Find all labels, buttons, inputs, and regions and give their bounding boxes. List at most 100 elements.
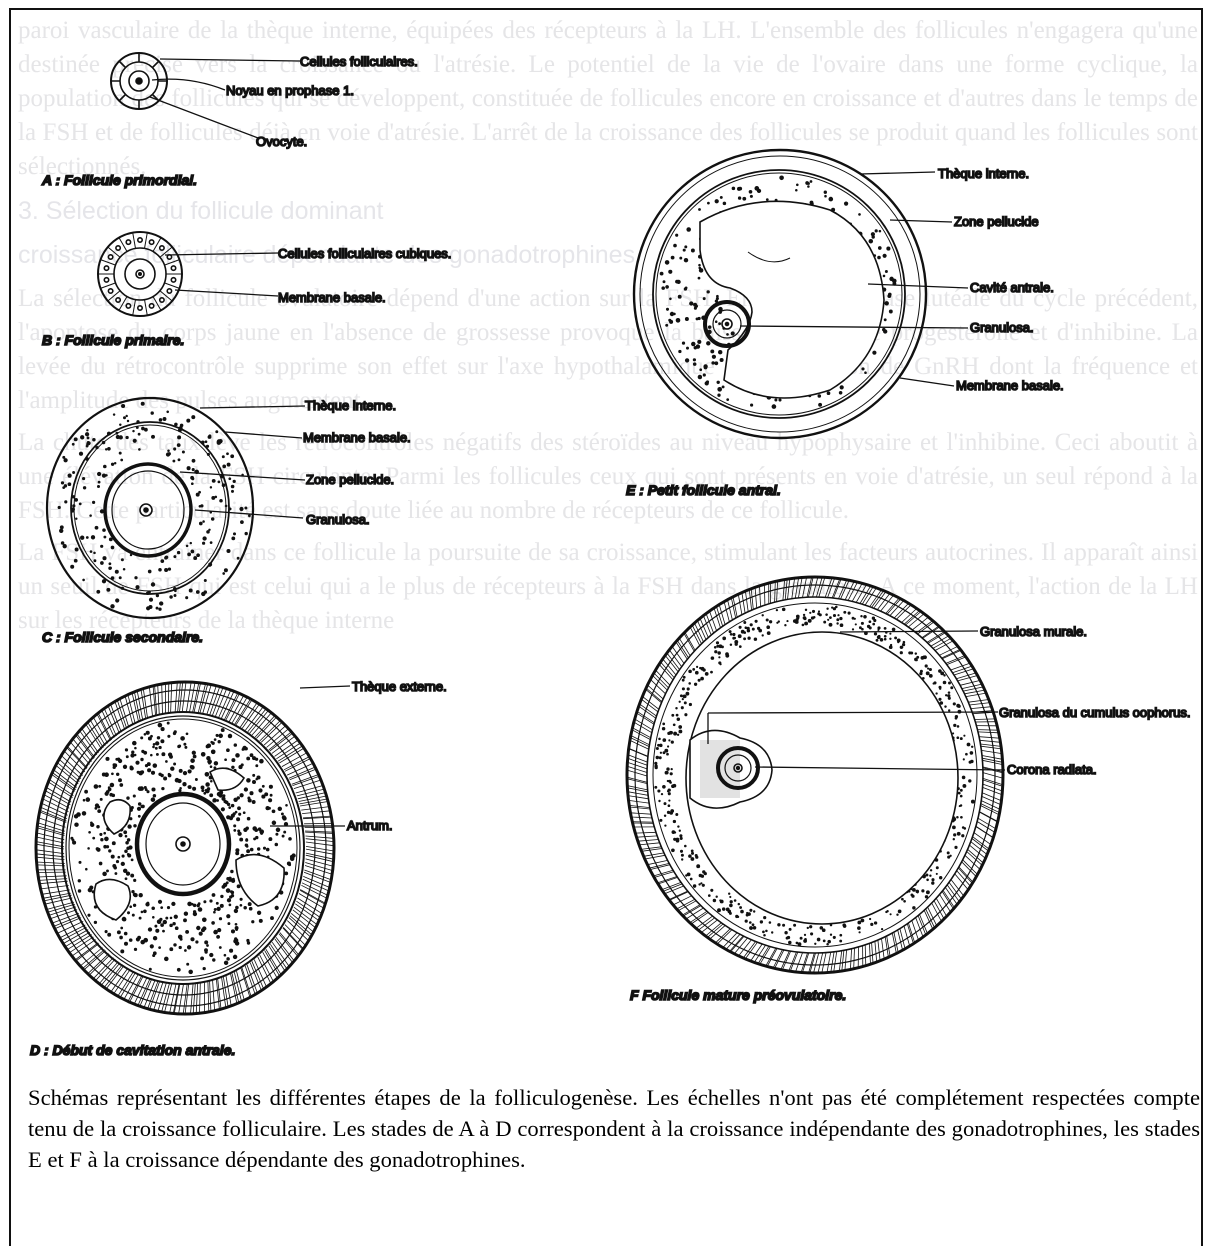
granulosa-dot [898, 910, 902, 914]
granulosa-dot [662, 723, 665, 726]
label-c-granulosa: Granulosa. [306, 512, 370, 527]
granulosa-dot [665, 324, 668, 327]
granulosa-dot [676, 318, 681, 323]
granulosa-dot [227, 803, 230, 806]
theca-hatch [301, 807, 329, 811]
granulosa-dot [243, 811, 246, 814]
granulosa-dot [684, 845, 687, 848]
granulosa-dot [125, 748, 128, 751]
granulosa-dot [665, 260, 670, 265]
theca-hatch [304, 872, 331, 882]
granulosa-dot [163, 417, 167, 421]
cuboidal-cell-nucleus [138, 306, 142, 310]
granulosa-dot [205, 440, 208, 443]
granulosa-dot [107, 933, 111, 937]
granulosa-dot [229, 904, 232, 907]
granulosa-dot [921, 889, 924, 892]
granulosa-dot [241, 763, 244, 766]
granulosa-dot [100, 798, 103, 801]
theca-hatch [885, 937, 888, 958]
granulosa-dot [234, 743, 237, 746]
granulosa-dot [288, 837, 292, 841]
theca-hatch [942, 891, 953, 909]
label-d-antrum: Antrum. [347, 818, 393, 833]
granulosa-dot [216, 734, 219, 737]
granulosa-dot [255, 836, 258, 839]
granulosa-dot [169, 595, 172, 598]
granulosa-dot [206, 445, 209, 448]
theca-hatch [306, 849, 334, 854]
granulosa-dot [138, 448, 141, 451]
granulosa-dot [140, 736, 143, 739]
granulosa-dot [162, 930, 165, 933]
granulosa-dot [667, 745, 669, 747]
granulosa-dot [217, 441, 221, 445]
granulosa-dot [187, 467, 190, 470]
granulosa-dot [139, 786, 144, 791]
granulosa-dot [743, 637, 746, 640]
granulosa-dot [175, 926, 179, 930]
granulosa-dot [833, 614, 836, 617]
theca-hatch [845, 950, 847, 971]
granulosa-dot [869, 239, 874, 244]
granulosa-dot [153, 794, 157, 798]
granulosa-dot [957, 705, 960, 708]
granulosa-dot [884, 635, 887, 638]
granulosa-dot [696, 864, 700, 868]
granulosa-dot [75, 518, 77, 520]
granulosa-dot [823, 621, 826, 624]
theca-hatch [971, 707, 992, 709]
granulosa-dot [877, 256, 881, 260]
granulosa-dot [805, 609, 807, 611]
granulosa-dot [146, 731, 150, 735]
granulosa-dot [208, 529, 210, 531]
granulosa-dot [679, 701, 681, 703]
granulosa-dot [695, 305, 698, 308]
granulosa-dot [72, 841, 76, 845]
theca-hatch [782, 951, 790, 970]
theca-hatch [42, 890, 70, 894]
granulosa-dot [99, 833, 102, 836]
granulosa-dot [173, 943, 176, 946]
granulosa-dot [96, 590, 100, 594]
cuboidal-cell-wall [164, 283, 179, 289]
granulosa-dot [875, 229, 878, 232]
granulosa-dot [285, 804, 288, 807]
granulosa-dot [903, 900, 906, 903]
granulosa-dot [272, 809, 276, 813]
granulosa-dot [227, 463, 231, 467]
granulosa-dot [930, 869, 932, 871]
granulosa-dot [824, 195, 827, 198]
granulosa-dot [885, 270, 888, 273]
granulosa-dot [715, 320, 718, 323]
granulosa-dot [900, 646, 903, 649]
granulosa-dot [72, 443, 75, 446]
granulosa-dot [131, 751, 134, 754]
follicle-d-drawing [36, 682, 350, 1014]
granulosa-dot [119, 576, 122, 579]
granulosa-dot [750, 195, 753, 198]
theca-hatch [171, 683, 172, 713]
granulosa-dot [119, 423, 121, 425]
granulosa-dot [121, 558, 124, 561]
granulosa-dot [855, 623, 857, 625]
granulosa-dot [228, 806, 231, 809]
granulosa-dot [762, 614, 764, 616]
granulosa-dot [962, 784, 966, 788]
theca-hatch [958, 676, 978, 681]
granulosa-dot [727, 910, 731, 914]
granulosa-dot [706, 341, 710, 345]
granulosa-dot [184, 746, 187, 749]
granulosa-dot [125, 436, 128, 439]
theca-hatch [872, 943, 873, 964]
granulosa-dot [753, 910, 755, 912]
granulosa-dot [679, 830, 681, 832]
granulosa-dot [179, 769, 183, 773]
granulosa-dot [110, 783, 115, 788]
granulosa-dot [708, 894, 711, 897]
granulosa-dot [141, 805, 145, 809]
granulosa-dot [926, 879, 929, 882]
granulosa-dot [227, 922, 230, 925]
granulosa-dot [226, 914, 230, 918]
granulosa-dot [954, 846, 957, 849]
